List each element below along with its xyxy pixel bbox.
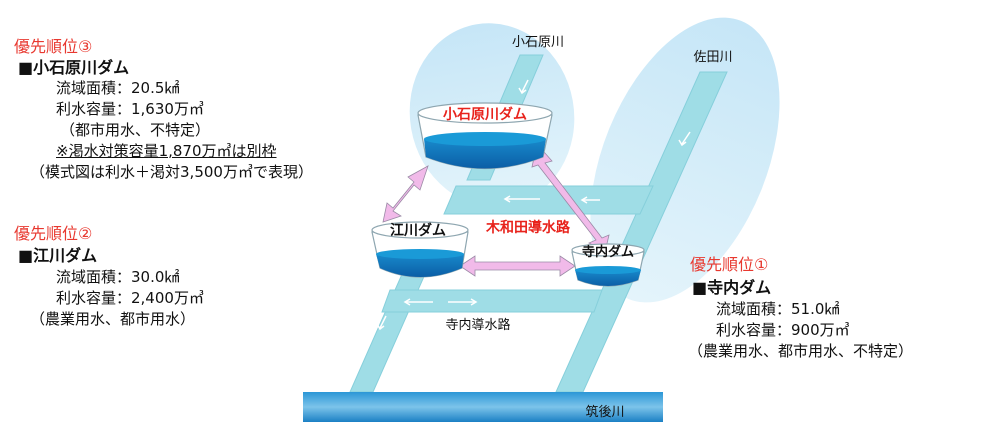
channel-label-kiwada: 木和田導水路 xyxy=(485,219,571,236)
arrow-egawa-terauchi xyxy=(459,255,576,277)
kiwada-channel xyxy=(443,185,654,215)
egawa-dam-heading: ■江川ダム xyxy=(18,246,98,265)
koishiwara-note2: （模式図は利水＋渇対3,500万㎥で表現） xyxy=(30,163,313,181)
channel-label-terauchi: 寺内導水路 xyxy=(445,317,510,333)
koishiwara-dam xyxy=(417,102,553,170)
koishiwara-use: （都市用水、不特定） xyxy=(60,121,211,139)
koishiwara-note: ※渇水対策容量1,870万㎥は別枠 xyxy=(56,142,277,160)
koishiwara-priority: 優先順位③ xyxy=(14,37,93,56)
river-label-koishiwara: 小石原川 xyxy=(512,35,564,50)
terauchi-dam-heading: ■寺内ダム xyxy=(692,278,772,297)
chikugo-river xyxy=(303,392,663,422)
terauchi-use: （農業用水、都市用水、不特定） xyxy=(688,342,914,360)
terauchi-priority: 優先順位① xyxy=(690,255,769,274)
river-label-sada: 佐田川 xyxy=(693,50,732,65)
koishiwara-area: 流域面積：20.5㎢ xyxy=(56,79,180,97)
egawa-dam xyxy=(371,221,469,278)
koishiwara-capacity: 利水容量：1,630万㎥ xyxy=(56,100,204,118)
arrow-koishiwara-egawa xyxy=(382,165,429,223)
exchange-arrows xyxy=(382,143,610,277)
flow-arrows xyxy=(376,79,691,331)
koishiwara-dam-heading: ■小石原川ダム xyxy=(18,58,130,77)
terauchi-capacity: 利水容量：900万㎥ xyxy=(716,321,850,339)
egawa-priority: 優先順位② xyxy=(14,224,93,243)
terauchi-channel xyxy=(381,289,603,313)
terauchi-area: 流域面積：51.0㎢ xyxy=(716,300,840,318)
egawa-capacity: 利水容量：2,400万㎥ xyxy=(56,289,204,307)
terauchi-dam xyxy=(571,243,645,287)
egawa-area: 流域面積：30.0㎢ xyxy=(56,268,180,286)
egawa-use: （農業用水、都市用水） xyxy=(30,310,196,328)
dam-label-terauchi: 寺内ダム xyxy=(582,244,634,260)
dam-label-egawa: 江川ダム xyxy=(390,222,446,239)
river-label-chikugo: 筑後川 xyxy=(585,404,624,420)
dam-label-koishiwara: 小石原川ダム xyxy=(443,106,527,123)
